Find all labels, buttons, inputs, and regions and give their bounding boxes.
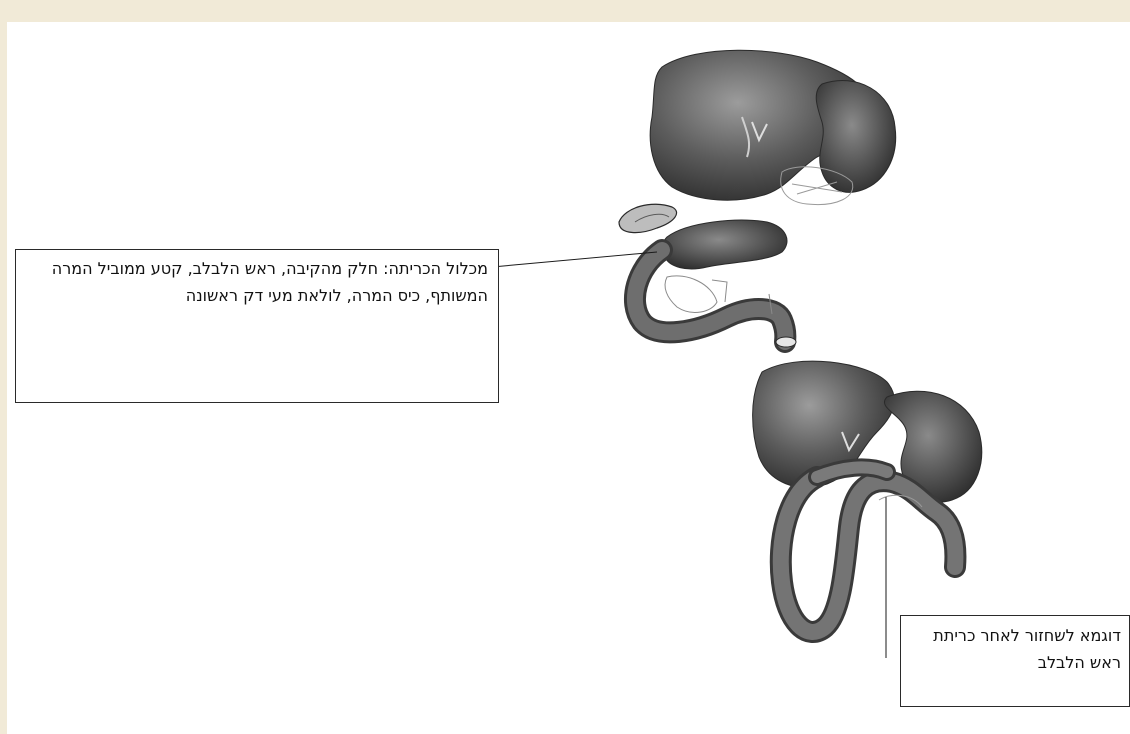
gallbladder bbox=[619, 204, 677, 232]
callout-reconstruction-example: דוגמא לשחזור לאחר כריתת ראש הלבלב bbox=[900, 615, 1130, 707]
callout-resection-text: מכלול הכריתה: חלק מהקיבה, ראש הלבלב, קטע… bbox=[52, 259, 488, 305]
document-page: מכלול הכריתה: חלק מהקיבה, ראש הלבלב, קטע… bbox=[7, 22, 1130, 734]
jejunal-loop bbox=[781, 467, 956, 632]
stomach-portion bbox=[663, 220, 787, 269]
callout-reconstruction-text: דוגמא לשחזור לאחר כריתת ראש הלבלב bbox=[933, 626, 1121, 672]
leader-line-resection bbox=[492, 252, 657, 267]
callout-resection-specimen: מכלול הכריתה: חלק מהקיבה, ראש הלבלב, קטע… bbox=[15, 249, 499, 403]
stomach-top bbox=[816, 81, 895, 193]
